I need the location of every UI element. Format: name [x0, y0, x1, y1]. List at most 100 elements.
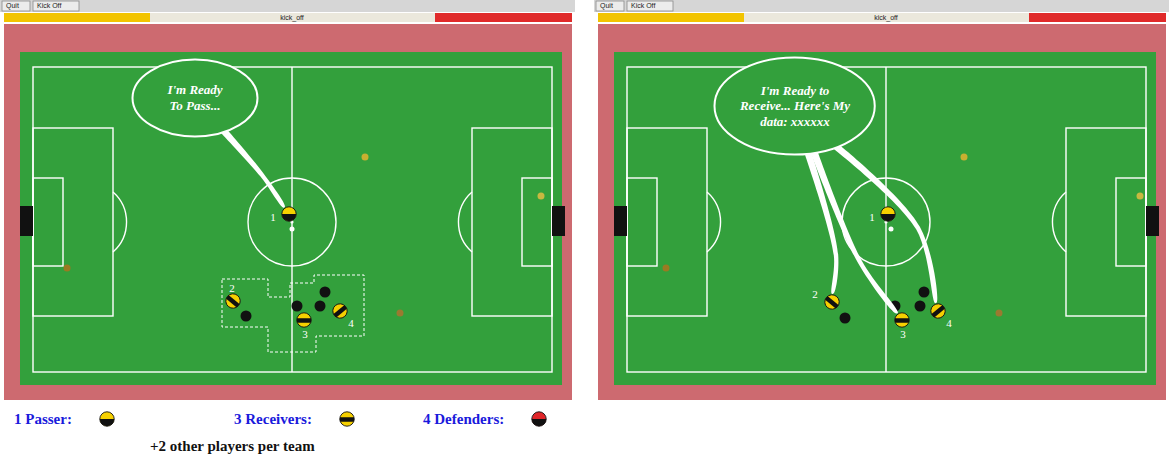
player-dot — [397, 310, 404, 317]
player-body — [330, 301, 350, 321]
note-text: +2 other players per team — [150, 438, 315, 455]
player-icon — [822, 292, 842, 312]
speech-tail — [220, 128, 285, 208]
player-dot — [362, 154, 369, 161]
player-icon — [881, 207, 895, 221]
speech-bubble: I'm Ready to Receive... Here's My data: … — [713, 56, 876, 156]
menu-label: Quit — [6, 1, 19, 11]
player-symbol — [823, 293, 841, 311]
legend-symbol — [98, 410, 116, 428]
player-number: 2 — [809, 288, 821, 300]
player-body — [532, 412, 546, 426]
defender-dot — [241, 311, 252, 322]
legend-entry: 1 Passer: — [14, 410, 116, 428]
ball — [889, 227, 894, 232]
player-body — [340, 412, 354, 426]
legend-entry: 3 Receivers: — [234, 410, 356, 428]
ball — [290, 227, 295, 232]
player-number: 1 — [267, 211, 279, 223]
player-dot — [1137, 193, 1144, 200]
player-icon — [282, 207, 296, 221]
player-icon — [928, 301, 948, 321]
player-number: 4 — [345, 317, 357, 329]
player-body — [895, 313, 909, 327]
other-players — [64, 154, 1144, 317]
player-symbol — [224, 292, 242, 310]
group-outline — [222, 275, 364, 352]
player-marker: 1 — [879, 205, 897, 223]
player-body — [928, 301, 948, 321]
player-icon — [100, 412, 114, 426]
player-marker: 3 — [295, 311, 313, 329]
legend-text: 3 Receivers: — [234, 411, 312, 428]
player-icon — [340, 412, 354, 426]
speech-tail-shape — [832, 144, 937, 304]
play-mode-label: kick_off — [280, 13, 304, 23]
player-stripe — [333, 305, 347, 318]
bubble-text: I'm Ready to Receive... Here's My data: … — [738, 83, 853, 130]
player-stripe — [532, 419, 546, 426]
player-number: 1 — [866, 211, 878, 223]
player-icon — [895, 313, 909, 327]
speech-tail-shape — [220, 128, 285, 208]
player-dot — [996, 310, 1003, 317]
player-icon — [532, 412, 546, 426]
player-body — [822, 292, 842, 312]
speech-tail — [810, 149, 897, 314]
defender-dot — [292, 301, 303, 312]
bubble-text: I'm Ready To Pass... — [161, 82, 229, 113]
bubble-shape — [133, 60, 258, 137]
player-symbol — [331, 302, 349, 320]
player-dot — [663, 265, 670, 272]
menu-label: Kick Off — [631, 1, 655, 11]
player-body — [100, 412, 114, 426]
player-number: 3 — [897, 328, 909, 340]
defenders — [241, 287, 930, 324]
player-dot — [64, 265, 71, 272]
play-mode-label: kick_off — [874, 13, 898, 23]
defender-dot — [315, 301, 326, 312]
speech-tail-shape — [810, 149, 897, 314]
player-dot — [538, 193, 545, 200]
player-number: 3 — [299, 328, 311, 340]
player-marker: 2 — [224, 292, 242, 310]
defender-dot — [320, 287, 331, 298]
legend-symbol — [530, 410, 548, 428]
player-icon — [297, 313, 311, 327]
menu-label: Kick Off — [631, 1, 655, 11]
speech-bubble: I'm Ready To Pass... — [131, 58, 259, 138]
speech-tail — [832, 144, 937, 304]
legend-text: 4 Defenders: — [423, 411, 504, 428]
menu-label: Quit — [600, 1, 613, 11]
soccer-panel — [594, 0, 1169, 400]
player-symbol — [295, 311, 313, 329]
defender-dot — [915, 301, 926, 312]
defender-dot — [919, 287, 930, 298]
player-stripe — [282, 214, 296, 221]
defender-dot — [840, 313, 851, 324]
player-stripe — [825, 296, 839, 309]
player-icon — [330, 301, 350, 321]
note-text: +2 other players per team — [150, 438, 315, 455]
player-stripe — [340, 417, 354, 422]
legend-entry: 4 Defenders: — [423, 410, 548, 428]
bubble-shape — [715, 58, 875, 155]
menu-label: Kick Off — [37, 1, 61, 11]
player-stripe — [226, 295, 240, 308]
menu-label: Kick Off — [37, 1, 61, 11]
player-symbol — [280, 205, 298, 223]
player-number: 2 — [226, 282, 238, 294]
soccer-panel — [0, 0, 575, 400]
player-stripe — [881, 214, 895, 221]
player-body — [881, 207, 895, 221]
player-marker: 4 — [331, 302, 349, 320]
player-stripe — [297, 318, 311, 323]
player-body — [282, 207, 296, 221]
player-symbol — [929, 302, 947, 320]
menu-label: Quit — [600, 1, 613, 11]
player-marker: 2 — [823, 293, 841, 311]
legend-symbol — [338, 410, 356, 428]
play-mode-label: kick_off — [874, 13, 898, 23]
menu-label: Quit — [6, 1, 19, 11]
